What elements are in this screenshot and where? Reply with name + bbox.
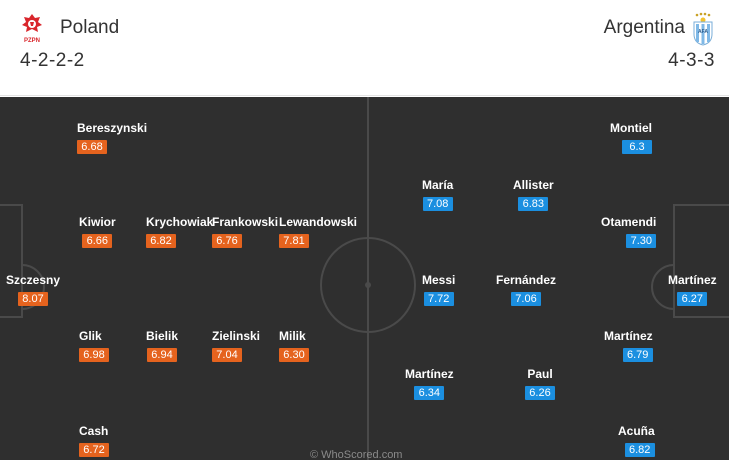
player-martinez-mid[interactable]: Martínez 6.34 [405,367,454,400]
player-name: Martínez [668,273,717,287]
player-name: Paul [527,367,553,381]
player-name: Messi [422,273,456,287]
player-name: Lewandowski [279,215,358,229]
player-bielik[interactable]: Bielik 6.94 [146,329,178,362]
svg-text:PZPN: PZPN [24,38,40,44]
lineup-header: PZPN Poland 4-2-2-2 Argentina 4-3-3 AFA [0,0,729,96]
player-name: Krychowiak [146,215,214,229]
player-name: Zielinski [212,329,261,343]
pitch-markings [0,97,729,460]
player-paul[interactable]: Paul 6.26 [525,367,555,400]
player-name: Martínez [604,329,653,343]
rating-badge: 6.98 [79,348,109,362]
player-montiel[interactable]: Montiel 6.3 [610,121,652,154]
rating-badge: 7.30 [626,234,657,248]
rating-badge: 6.3 [622,140,652,154]
player-bereszynski[interactable]: Bereszynski 6.68 [77,121,147,154]
pitch: Szczesny 8.07 Bereszynski 6.68 Kiwior 6.… [0,97,729,460]
watermark: © WhoScored.com [310,449,403,460]
rating-badge: 6.94 [147,348,177,362]
player-otamendi[interactable]: Otamendi 7.30 [601,215,657,248]
player-name: Bereszynski [77,121,148,135]
away-team-name[interactable]: Argentina [603,17,685,38]
rating-badge: 6.26 [525,386,555,400]
player-name: Frankowski [212,215,279,229]
player-allister[interactable]: Allister 6.83 [513,178,554,211]
rating-badge: 6.34 [414,386,445,400]
player-zielinski[interactable]: Zielinski 7.04 [212,329,260,362]
player-lewandowski[interactable]: Lewandowski 7.81 [279,215,357,248]
player-kiwior[interactable]: Kiwior 6.66 [79,215,116,248]
home-team-name[interactable]: Poland [60,17,120,38]
rating-badge: 6.27 [677,292,708,306]
player-name: Otamendi [601,215,657,229]
rating-badge: 6.79 [622,348,653,362]
player-name: Acuña [618,424,655,438]
rating-badge: 6.68 [77,140,107,154]
player-name: Martínez [405,367,454,381]
player-frankowski[interactable]: Frankowski 6.76 [212,215,278,248]
rating-badge: 6.72 [79,443,109,457]
rating-badge: 6.82 [146,234,176,248]
rating-badge: 7.81 [279,234,309,248]
player-name: Bielik [146,329,179,343]
rating-badge: 7.72 [423,292,454,306]
player-szczesny[interactable]: Szczesny 8.07 [6,273,60,306]
player-milik[interactable]: Milik 6.30 [279,329,309,362]
player-name: Cash [79,424,109,438]
rating-badge: 6.82 [624,443,655,457]
poland-crest-icon: PZPN [22,14,42,44]
rating-badge: 8.07 [18,292,49,306]
rating-badge: 7.04 [212,348,242,362]
player-name: Allister [513,178,554,192]
rating-badge: 7.06 [511,292,541,306]
player-fernandez[interactable]: Fernández 7.06 [496,273,556,306]
rating-badge: 6.30 [279,348,309,362]
player-name: Kiwior [79,215,116,229]
player-maria[interactable]: María 7.08 [422,178,453,211]
home-formation: 4-2-2-2 [20,50,85,71]
player-name: Montiel [610,121,652,135]
rating-badge: 6.66 [82,234,113,248]
player-martinez-cb[interactable]: Martínez 6.79 [604,329,653,362]
player-krychowiak[interactable]: Krychowiak 6.82 [146,215,213,248]
player-name: Glik [79,329,102,343]
player-messi[interactable]: Messi 7.72 [422,273,455,306]
player-martinez-gk[interactable]: Martínez 6.27 [668,273,717,306]
argentina-crest-icon: AFA [693,12,713,46]
player-glik[interactable]: Glik 6.98 [79,329,109,362]
player-name: Milik [279,329,306,343]
rating-badge: 7.08 [422,197,453,211]
player-cash[interactable]: Cash 6.72 [79,424,109,457]
rating-badge: 6.76 [212,234,242,248]
rating-badge: 6.83 [518,197,549,211]
player-acuna[interactable]: Acuña 6.82 [618,424,655,457]
player-name: Fernández [496,273,557,287]
svg-text:AFA: AFA [698,29,708,35]
away-formation: 4-3-3 [668,50,715,71]
player-name: María [422,178,454,192]
player-name: Szczesny [6,273,61,287]
